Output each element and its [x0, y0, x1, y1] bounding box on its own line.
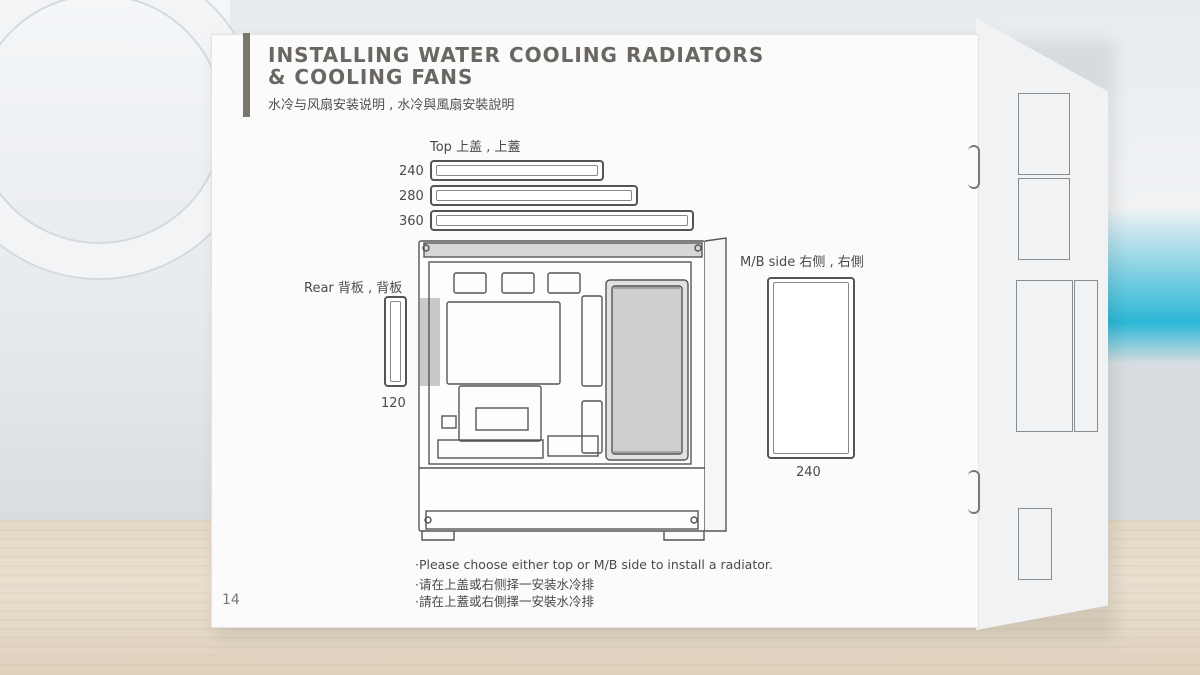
rear-label: Rear 背板 , 背板: [304, 281, 403, 296]
radiator-top-280: [430, 185, 638, 206]
top-label: Top 上盖 , 上蓋: [430, 140, 521, 155]
top-size-280: 280: [399, 189, 424, 204]
mb-side-label: M/B side 右侧 , 右側: [740, 255, 864, 270]
booklet-next-page: [976, 18, 1108, 630]
radiator-top-360: [430, 210, 694, 231]
radiator-mb-side-240: [767, 277, 855, 459]
title-line-2: & COOLING FANS: [268, 65, 474, 89]
page-subtitle: 水冷与风扇安装说明 , 水冷與風扇安裝說明: [268, 98, 515, 113]
rear-size: 120: [381, 396, 406, 411]
mb-side-size: 240: [796, 465, 821, 480]
pc-case-diagram: [418, 237, 727, 541]
note-simplified-chinese: ·请在上盖或右侧择一安装水冷排: [415, 577, 594, 592]
staple-top: [968, 145, 980, 189]
page-title: INSTALLING WATER COOLING RADIATORS & COO…: [268, 44, 764, 88]
top-size-240: 240: [399, 164, 424, 179]
note-traditional-chinese: ·請在上蓋或右側擇一安裝水冷排: [415, 594, 594, 609]
top-size-360: 360: [399, 214, 424, 229]
radiator-rear-120: [384, 296, 407, 387]
page-number: 14: [222, 592, 240, 608]
radiator-top-240: [430, 160, 604, 181]
title-line-1: INSTALLING WATER COOLING RADIATORS: [268, 43, 765, 67]
staple-bottom: [968, 470, 980, 514]
note-english: ·Please choose either top or M/B side to…: [415, 557, 773, 572]
title-accent-bar: [243, 33, 250, 117]
